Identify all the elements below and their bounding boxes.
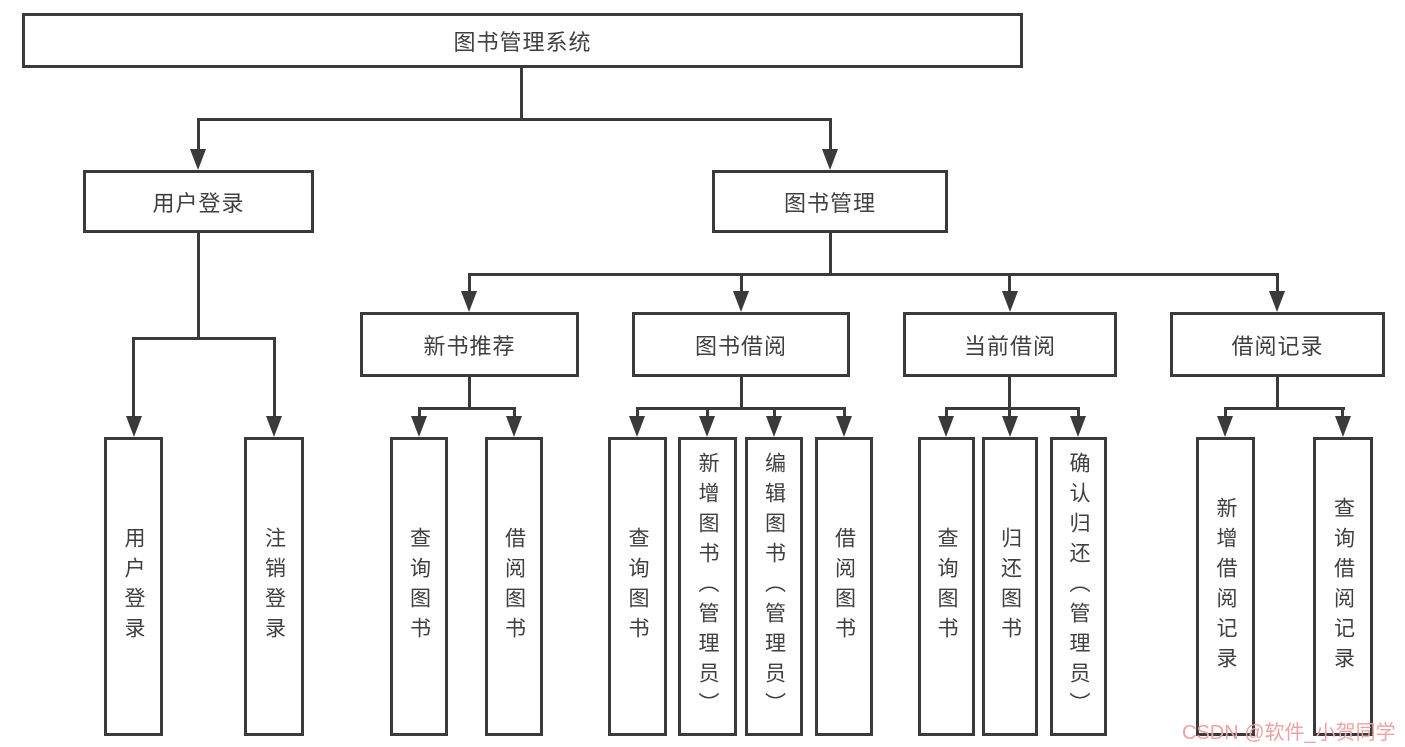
node-new-book-recommend: 新书推荐 xyxy=(360,312,579,377)
leaf-query-books-recommend-label: 查询图书 xyxy=(407,526,431,647)
leaf-query-books-current-label: 查询图书 xyxy=(935,526,958,647)
arrow-down-icon xyxy=(1070,416,1086,437)
arrow-down-icon xyxy=(938,416,954,437)
arrow-down-icon xyxy=(1217,416,1233,437)
connector-vline xyxy=(1008,377,1011,407)
arrow-down-icon xyxy=(461,291,477,312)
connector-vline xyxy=(513,407,516,417)
node-current-borrowing: 当前借阅 xyxy=(903,312,1117,377)
connector-vline xyxy=(468,377,471,407)
leaf-query-books-borrow: 查询图书 xyxy=(608,437,667,736)
connector-vline xyxy=(1008,273,1011,292)
connector-vline xyxy=(1008,407,1011,417)
connector-vline xyxy=(740,377,743,407)
connector-vline xyxy=(197,233,200,337)
arrow-down-icon xyxy=(411,416,427,437)
connector-hline xyxy=(132,337,276,340)
leaf-confirm-return-admin: 确认归还（管理员） xyxy=(1050,437,1107,736)
connector-vline xyxy=(1077,407,1080,417)
leaf-query-books-borrow-label: 查询图书 xyxy=(626,526,649,647)
connector-vline xyxy=(418,407,421,417)
leaf-query-borrow-record-label: 查询借阅记录 xyxy=(1331,496,1355,677)
node-book-borrowing-label: 图书借阅 xyxy=(694,333,787,359)
leaf-borrow-books-recommend: 借阅图书 xyxy=(485,437,543,736)
connector-vline xyxy=(829,233,832,273)
leaf-borrow-books-label: 借阅图书 xyxy=(832,526,856,647)
connector-vline xyxy=(1276,377,1279,407)
arrow-down-icon xyxy=(1335,416,1351,437)
node-book-borrowing: 图书借阅 xyxy=(632,312,850,377)
arrow-down-icon xyxy=(1002,416,1018,437)
leaf-return-books: 归还图书 xyxy=(982,437,1038,736)
connector-hline xyxy=(945,407,1080,410)
arrow-down-icon xyxy=(836,416,852,437)
connector-hline xyxy=(197,118,831,121)
leaf-confirm-return-admin-label: 确认归还（管理员） xyxy=(1067,451,1090,722)
connector-vline xyxy=(773,407,776,417)
leaf-add-borrow-record: 新增借阅记录 xyxy=(1196,437,1255,736)
node-library-system: 图书管理系统 xyxy=(22,13,1023,68)
node-book-management-label: 图书管理 xyxy=(783,190,876,216)
connector-hline xyxy=(418,407,516,410)
node-library-system-label: 图书管理系统 xyxy=(453,29,592,55)
connector-vline xyxy=(520,68,523,118)
node-book-management: 图书管理 xyxy=(712,170,948,233)
node-new-book-recommend-label: 新书推荐 xyxy=(423,333,516,359)
node-user-login: 用户登录 xyxy=(83,170,314,233)
arrow-down-icon xyxy=(1002,291,1018,312)
arrow-down-icon xyxy=(766,416,782,437)
arrow-down-icon xyxy=(733,291,749,312)
connector-hline xyxy=(636,407,846,410)
leaf-add-borrow-record-label: 新增借阅记录 xyxy=(1214,496,1237,677)
connector-vline xyxy=(740,273,743,292)
leaf-user-login: 用户登录 xyxy=(104,437,163,736)
connector-vline xyxy=(197,118,200,149)
leaf-logout: 注销登录 xyxy=(244,437,304,736)
connector-vline xyxy=(636,407,639,417)
leaf-query-books-current: 查询图书 xyxy=(918,437,975,736)
arrow-down-icon xyxy=(266,416,282,437)
node-borrowing-records-label: 借阅记录 xyxy=(1231,333,1324,359)
connector-hline xyxy=(468,273,1279,276)
connector-vline xyxy=(1276,273,1279,292)
arrow-down-icon xyxy=(506,416,522,437)
node-user-login-label: 用户登录 xyxy=(152,190,245,216)
csdn-watermark: CSDN @软件_小贺同学 xyxy=(1182,722,1396,744)
leaf-borrow-books-recommend-label: 借阅图书 xyxy=(502,526,526,647)
arrow-down-icon xyxy=(822,149,838,170)
connector-hline xyxy=(1224,407,1345,410)
node-current-borrowing-label: 当前借阅 xyxy=(963,333,1056,359)
connector-vline xyxy=(1341,407,1344,417)
connector-vline xyxy=(843,407,846,417)
connector-vline xyxy=(1224,407,1227,417)
node-borrowing-records: 借阅记录 xyxy=(1170,312,1385,377)
connector-vline xyxy=(945,407,948,417)
connector-vline xyxy=(273,337,276,416)
arrow-down-icon xyxy=(699,416,715,437)
leaf-query-books-recommend: 查询图书 xyxy=(390,437,448,736)
arrow-down-icon xyxy=(629,416,645,437)
connector-vline xyxy=(829,118,832,149)
leaf-add-books-admin: 新增图书（管理员） xyxy=(678,437,737,736)
arrow-down-icon xyxy=(1269,291,1285,312)
leaf-user-login-label: 用户登录 xyxy=(122,526,145,647)
leaf-edit-books-admin-label: 编辑图书（管理员） xyxy=(762,451,786,722)
connector-vline xyxy=(706,407,709,417)
arrow-down-icon xyxy=(126,416,142,437)
leaf-edit-books-admin: 编辑图书（管理员） xyxy=(745,437,803,736)
connector-vline xyxy=(468,273,471,292)
leaf-logout-label: 注销登录 xyxy=(262,526,286,647)
leaf-query-borrow-record: 查询借阅记录 xyxy=(1313,437,1373,736)
arrow-down-icon xyxy=(190,149,206,170)
connector-vline xyxy=(132,337,135,416)
leaf-borrow-books: 借阅图书 xyxy=(815,437,873,736)
leaf-add-books-admin-label: 新增图书（管理员） xyxy=(696,451,719,722)
leaf-return-books-label: 归还图书 xyxy=(998,526,1022,647)
